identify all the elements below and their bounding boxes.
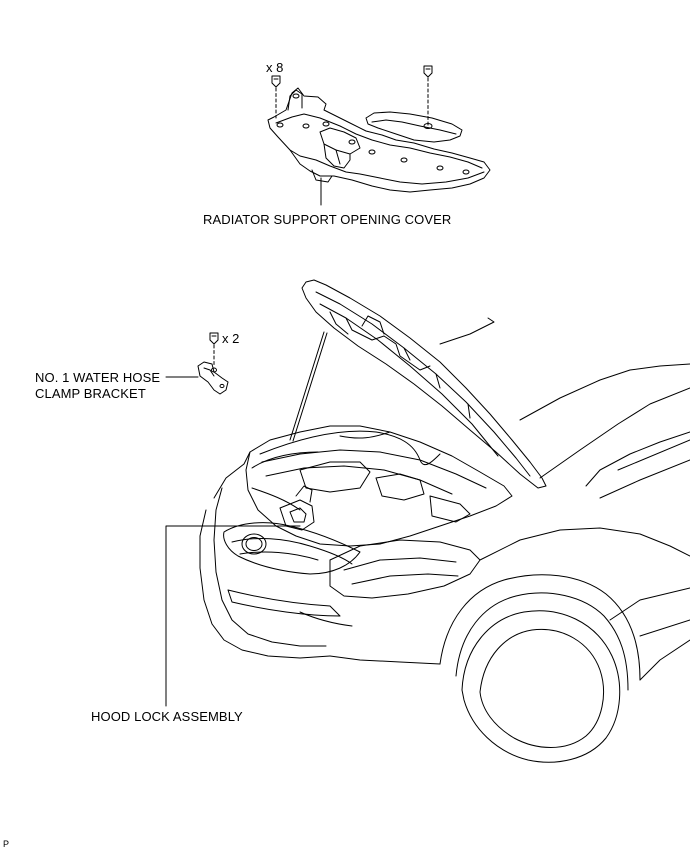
radiator-support-opening-cover-drawing [267, 65, 491, 206]
water-hose-clamp-bracket-label-line1: NO. 1 WATER HOSE [35, 370, 161, 385]
radiator-support-opening-cover-label: RADIATOR SUPPORT OPENING COVER [203, 212, 452, 227]
water-hose-clamp-bracket-label-line2: CLAMP BRACKET [35, 386, 146, 401]
clip-quantity-label: x 8 [266, 60, 284, 75]
water-hose-clamp-bracket-drawing [165, 332, 229, 395]
vehicle-front-drawing [165, 279, 690, 763]
hood-lock-assembly-label: HOOD LOCK ASSEMBLY [91, 709, 243, 724]
illustration-code: P [3, 839, 10, 849]
bolt-quantity-label: x 2 [222, 331, 240, 346]
